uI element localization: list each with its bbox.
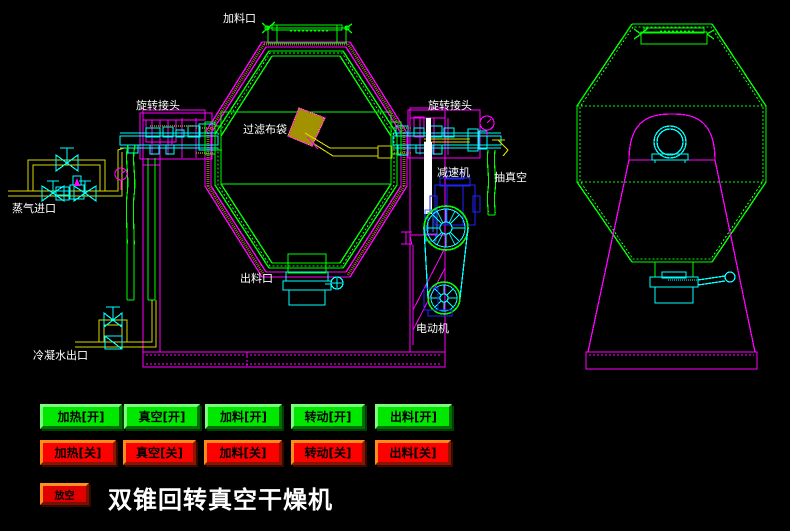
vacuum-on-button[interactable]: 真空[开] <box>124 404 200 429</box>
support-frame <box>142 107 446 368</box>
label-discharge-port: 出料口 <box>240 272 273 285</box>
label-feed-port: 加料口 <box>223 12 256 25</box>
pressure-gauge-steam <box>114 167 128 190</box>
vacuum-line <box>486 149 497 216</box>
heat-on-button[interactable]: 加热[开] <box>40 404 122 429</box>
drive-pulley-upper <box>423 205 469 251</box>
electric-motor <box>423 287 453 317</box>
label-motor: 电动机 <box>416 322 449 335</box>
label-filter-bag: 过滤布袋 <box>243 123 287 136</box>
drive-belt <box>423 227 469 299</box>
label-reducer: 减速机 <box>437 166 470 179</box>
vacuum-valve <box>492 139 509 157</box>
label-steam-inlet: 蒸气进口 <box>12 202 56 215</box>
label-vacuum-suction: 抽真空 <box>494 171 527 184</box>
vent-button[interactable]: 放空 <box>40 483 89 505</box>
left-vertical-pipes <box>147 158 156 301</box>
label-rotary-joint-right: 旋转接头 <box>428 99 472 112</box>
label-rotary-joint-left: 旋转接头 <box>136 99 180 112</box>
vacuum-gauge <box>479 115 495 136</box>
rotary-joint-right <box>390 109 502 214</box>
vacuum-off-button[interactable]: 真空[关] <box>123 440 196 465</box>
label-condensate-outlet: 冷凝水出口 <box>33 349 88 362</box>
condensate-valve <box>103 306 123 350</box>
vessel-jacket <box>204 41 408 278</box>
drive-pulley-lower <box>427 281 461 315</box>
discharge-neck <box>287 253 327 274</box>
filter-bag <box>287 107 393 159</box>
rotary-joint-left <box>119 112 222 301</box>
rotate-on-button[interactable]: 转动[开] <box>291 404 365 429</box>
support-frame-dotted <box>146 352 442 367</box>
discharge-on-button[interactable]: 出料[开] <box>375 404 452 429</box>
jacket-hatching <box>206 42 406 276</box>
vessel-shell-dotted <box>217 52 395 267</box>
feed-off-button[interactable]: 加料[关] <box>204 440 282 465</box>
feed-port-assembly <box>261 21 353 44</box>
control-panel: 加热[开] 真空[开] 加料[开] 转动[开] 出料[开] 加热[关] 真空[关… <box>0 390 790 531</box>
rotate-off-button[interactable]: 转动[关] <box>291 440 365 465</box>
reducer-gearbox <box>429 171 481 226</box>
discharge-off-button[interactable]: 出料[关] <box>375 440 451 465</box>
discharge-valve <box>282 271 344 306</box>
steam-inlet-piping <box>8 147 125 197</box>
steam-trap-indicator <box>74 178 80 186</box>
heat-off-button[interactable]: 加热[关] <box>40 440 116 465</box>
feed-on-button[interactable]: 加料[开] <box>205 404 282 429</box>
page-title: 双锥回转真空干燥机 <box>108 486 333 514</box>
front-view <box>576 23 767 370</box>
steam-valves <box>41 147 97 203</box>
